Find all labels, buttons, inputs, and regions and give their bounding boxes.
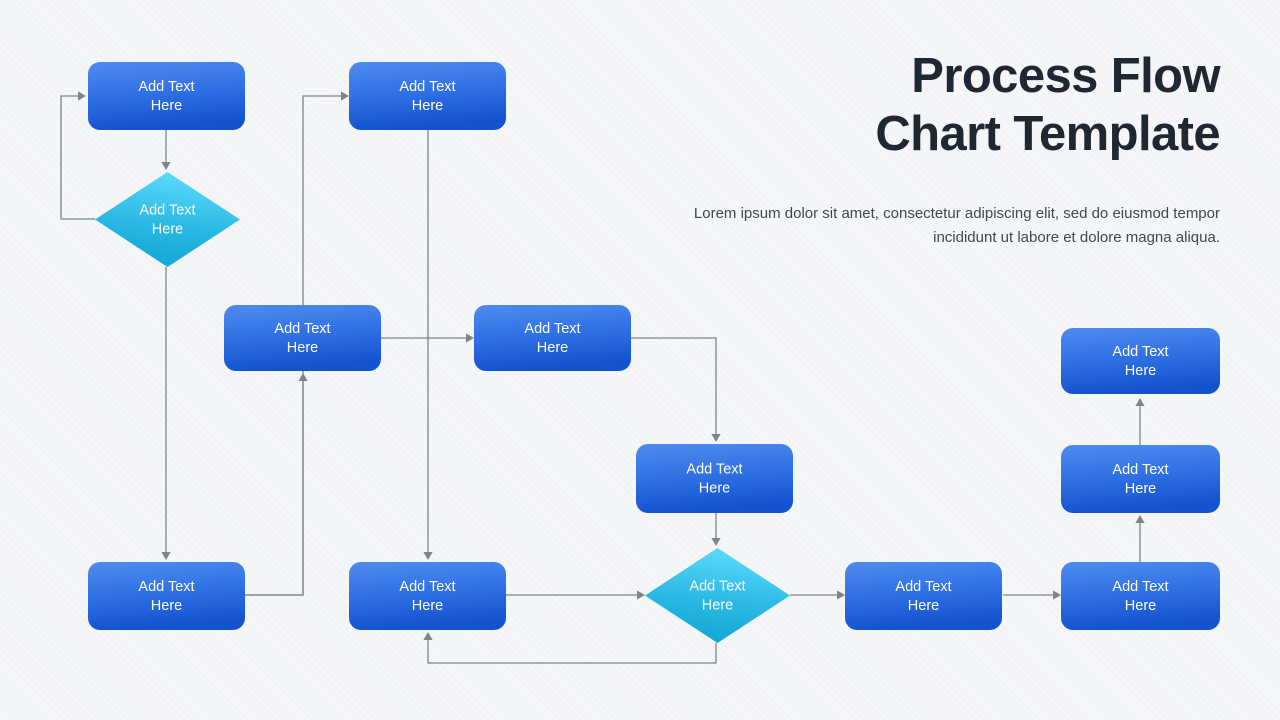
arrow-head-icon [161, 162, 171, 170]
process-box-shape[interactable] [474, 305, 631, 371]
arrow-head-icon [423, 632, 433, 640]
connector-e6 [423, 130, 433, 560]
arrow-head-icon [837, 590, 845, 600]
arrow-head-icon [1135, 398, 1145, 406]
arrow-head-icon [161, 552, 171, 560]
connector-e4 [245, 373, 308, 596]
connector-e9 [711, 513, 721, 546]
node-label-line-1: Add Text [1112, 579, 1168, 595]
process-box-shape[interactable] [349, 62, 506, 130]
decision-diamond-shape[interactable] [645, 548, 790, 643]
connector-e15 [1135, 398, 1145, 445]
node-label-line-1: Add Text [686, 461, 742, 477]
node-label-line-2: Here [151, 598, 182, 614]
connector-e2 [60, 91, 95, 220]
connector-e10 [506, 590, 645, 600]
decision-diamond-shape[interactable] [95, 172, 240, 267]
page-subtitle: Lorem ipsum dolor sit amet, consectetur … [693, 204, 1220, 247]
arrow-head-icon [341, 91, 349, 101]
node-label-line-2: Here [1125, 363, 1156, 379]
connector-e8 [631, 337, 721, 442]
process-box-shape[interactable] [349, 562, 506, 630]
node-label-line-1: Add Text [1112, 344, 1168, 360]
arrow-head-icon [78, 91, 86, 101]
process-box-shape[interactable] [1061, 328, 1220, 394]
process-box-shape[interactable] [1061, 562, 1220, 630]
arrow-head-icon [637, 590, 645, 600]
node-label-line-1: Add Text [399, 79, 455, 95]
node-label-line-2: Here [1125, 481, 1156, 497]
process-box-shape[interactable] [88, 562, 245, 630]
arrow-head-icon [711, 434, 721, 442]
connector-e11 [790, 590, 845, 600]
arrow-head-icon [1053, 590, 1061, 600]
node-label-line-2: Here [908, 598, 939, 614]
process-box-shape[interactable] [224, 305, 381, 371]
node-label-line-2: Here [1125, 598, 1156, 614]
node-label-line-2: Here [152, 221, 183, 237]
node-label-line-1: Add Text [399, 579, 455, 595]
connector-e12 [423, 632, 717, 664]
process-box-shape[interactable] [1061, 445, 1220, 513]
node-label-line-2: Here [702, 597, 733, 613]
node-label-line-2: Here [287, 340, 318, 356]
node-label-line-2: Here [151, 98, 182, 114]
node-label-line-1: Add Text [274, 321, 330, 337]
page-title-line-1: Process Flow [911, 49, 1220, 103]
connector-e7 [381, 333, 474, 343]
process-box-shape[interactable] [88, 62, 245, 130]
arrow-head-icon [711, 538, 721, 546]
node-label-line-2: Here [412, 98, 443, 114]
node-label-line-1: Add Text [689, 578, 745, 594]
connector-e1 [161, 130, 171, 170]
node-label-line-2: Here [537, 340, 568, 356]
process-box-shape[interactable] [845, 562, 1002, 630]
node-label-line-2: Here [412, 598, 443, 614]
node-label-line-1: Add Text [138, 79, 194, 95]
process-box-shape[interactable] [636, 444, 793, 513]
node-label-line-2: Here [699, 480, 730, 496]
node-label-line-1: Add Text [524, 321, 580, 337]
arrow-head-icon [466, 333, 474, 343]
title-panel: Process Flow Chart Template Lorem ipsum … [680, 48, 1221, 251]
node-label-line-1: Add Text [895, 579, 951, 595]
node-label-line-1: Add Text [138, 579, 194, 595]
page-title-line-2: Chart Template [875, 106, 1220, 161]
connector-e13 [1003, 590, 1061, 600]
arrow-head-icon [1135, 515, 1145, 523]
arrow-head-icon [423, 552, 433, 560]
page-title: Process Flow Chart Template [680, 48, 1220, 164]
connector-e14 [1135, 515, 1145, 562]
node-label-line-1: Add Text [1112, 462, 1168, 478]
connector-e3 [161, 267, 171, 560]
node-label-line-1: Add Text [139, 202, 195, 218]
